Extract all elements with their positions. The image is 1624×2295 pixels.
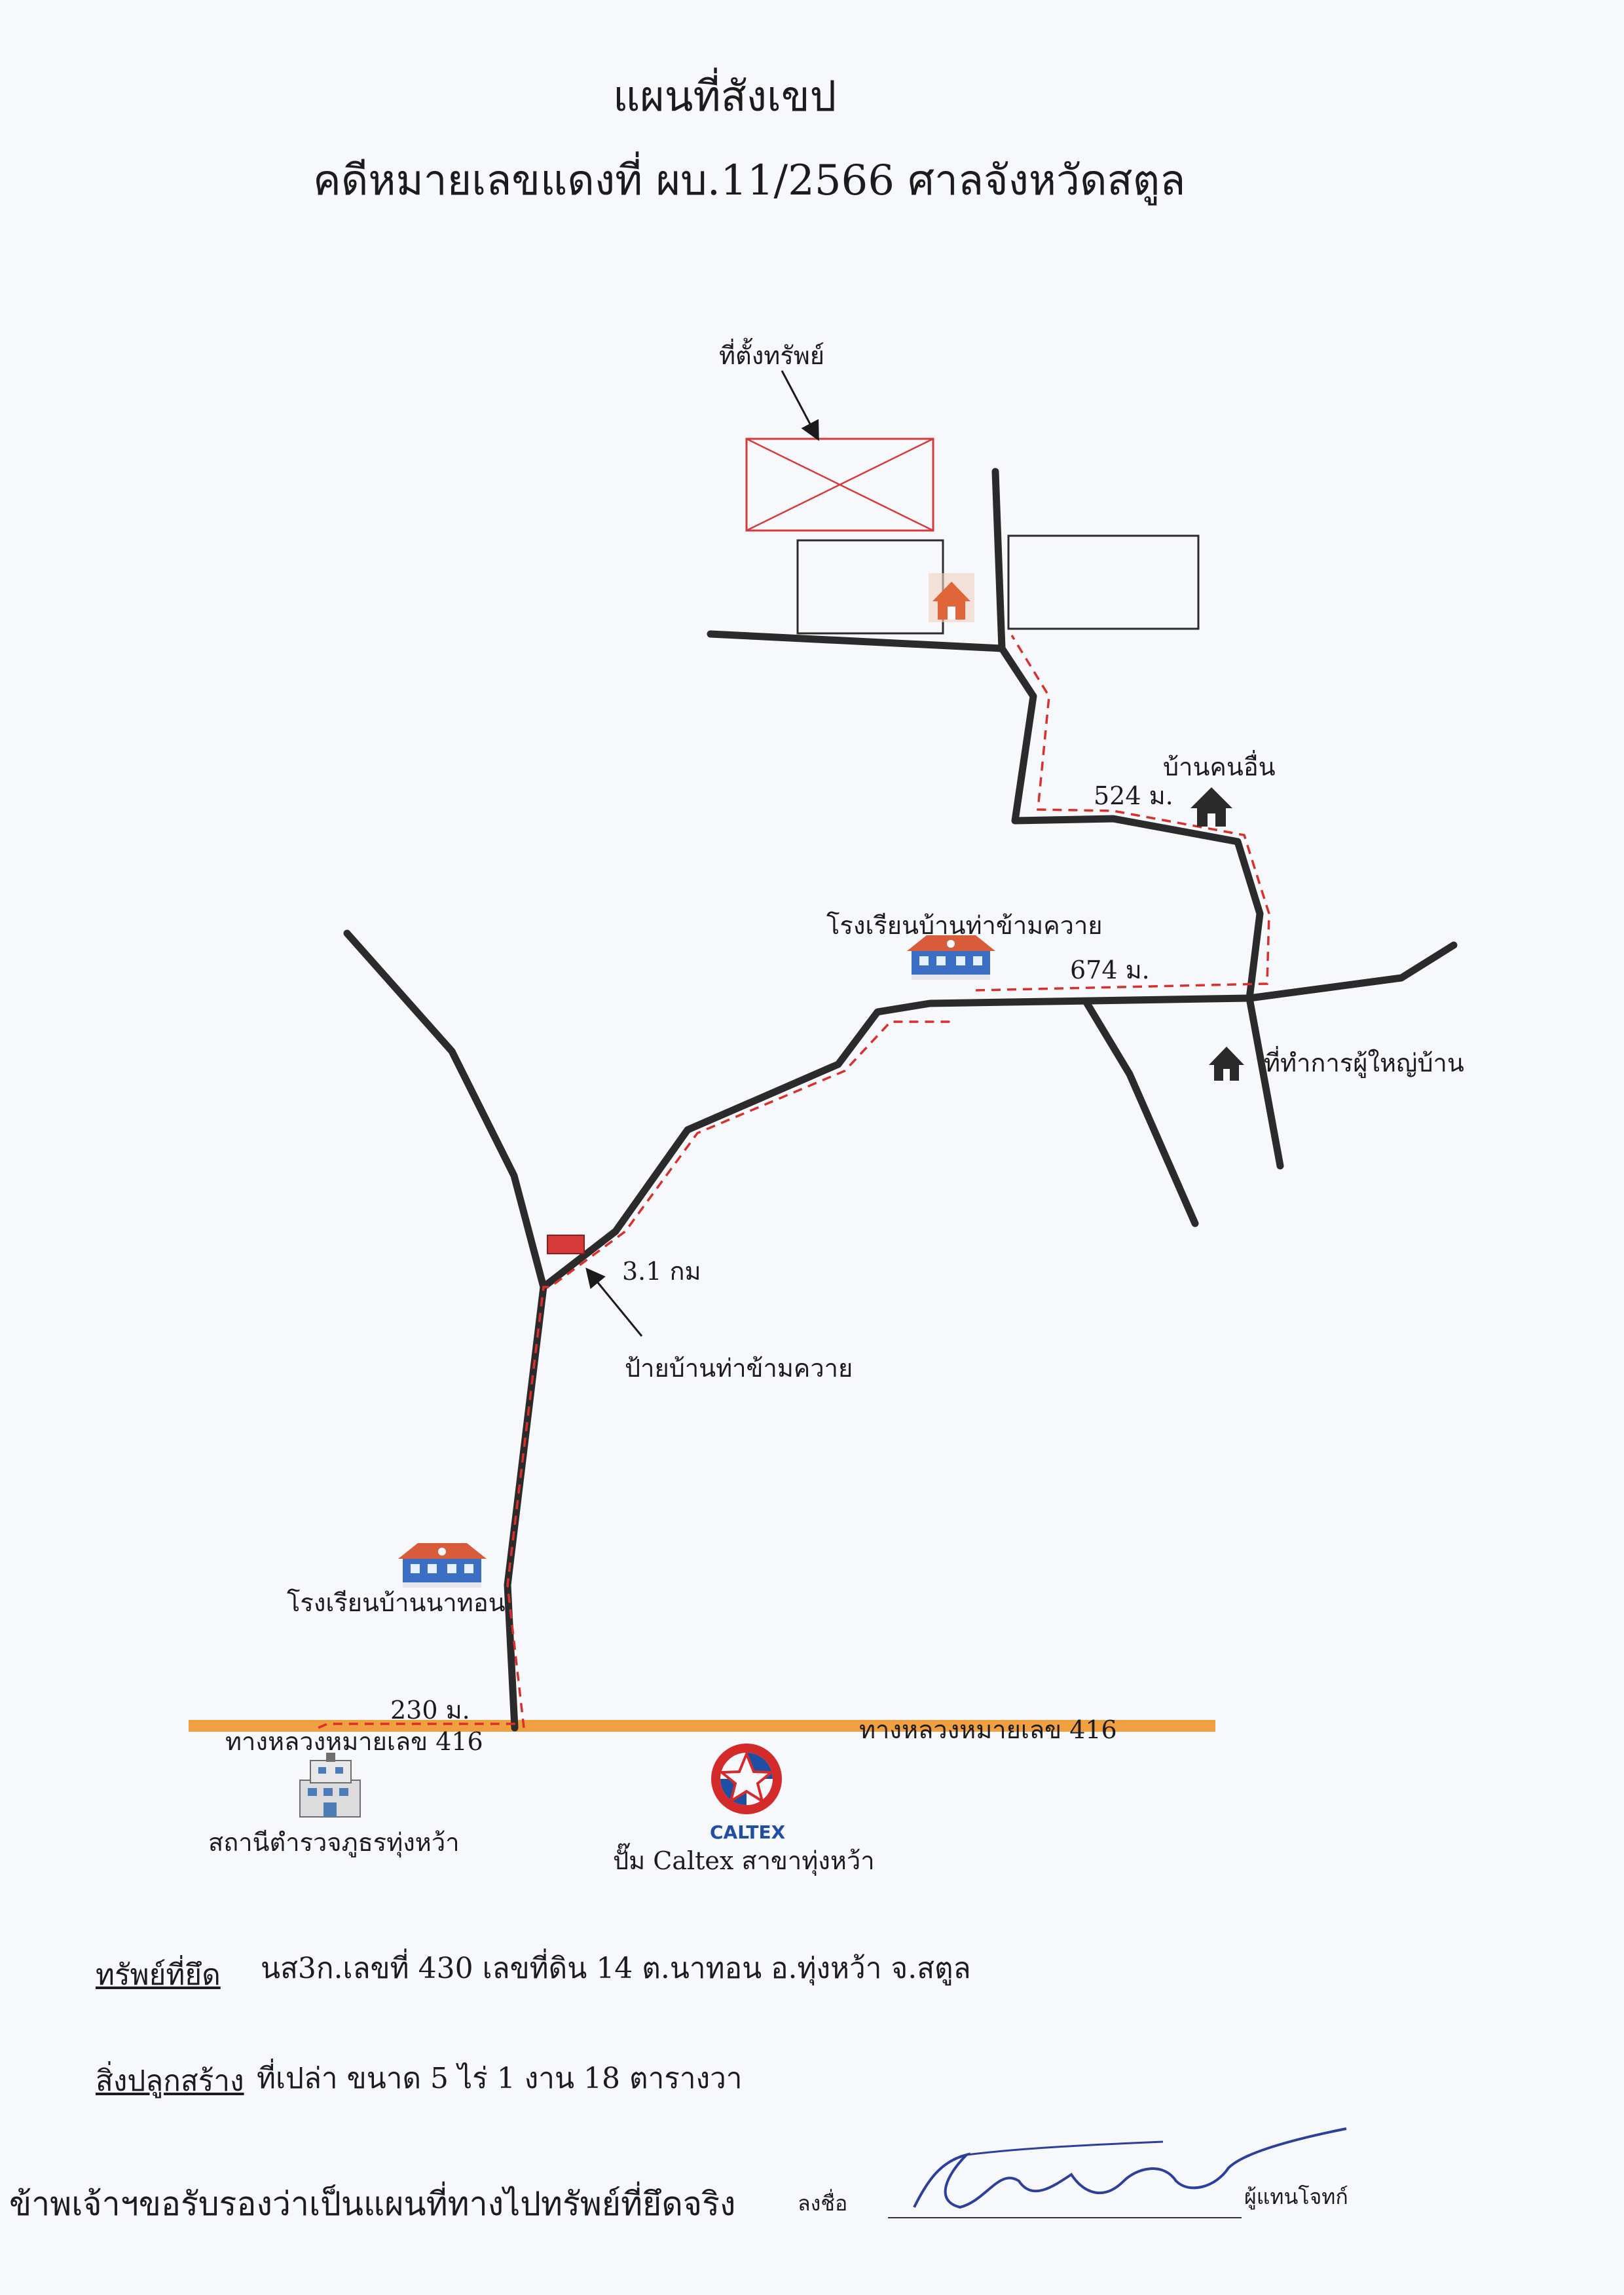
distance-label-3-1km: 3.1 กม — [622, 1257, 701, 1286]
signer-role: ผู้แทนโจทก์ — [1244, 2184, 1348, 2209]
school-na-thon-label: โรงเรียนบ้านนาทอน — [287, 1588, 506, 1617]
document-title: แผนที่สังเขป — [613, 73, 837, 121]
seized-property-value: นส3ก.เลขที่ 430 เลขที่ดิน 14 ต.นาทอน อ.ท… — [261, 1952, 971, 1985]
headman-office-icon — [1209, 1047, 1244, 1081]
distance-label-230: 230 ม. — [390, 1696, 470, 1725]
highway-label-right: ทางหลวงหมายเลข 416 — [859, 1715, 1117, 1744]
road-network — [343, 468, 1458, 1732]
route-main — [506, 1020, 956, 1728]
distance-label-524: 524 ม. — [1094, 781, 1173, 810]
adjacent-plot-east — [1007, 534, 1200, 630]
distance-label-674: 674 ม. — [1070, 956, 1150, 984]
school-tha-kham-label: โรงเรียนบ้านท่าข้ามควาย — [826, 911, 1103, 940]
signature — [888, 2127, 1347, 2218]
house-icon — [929, 573, 974, 622]
school-na-thon-icon — [398, 1543, 487, 1588]
police-station-icon — [299, 1753, 361, 1818]
road-north — [991, 468, 1264, 1002]
road-property-access — [707, 630, 1006, 652]
road-branch-south — [1083, 999, 1199, 1227]
school-tha-kham-icon — [907, 935, 995, 980]
building-label: สิ่งปลูกสร้าง — [96, 2064, 244, 2098]
village-sign-arrow — [585, 1267, 643, 1337]
caltex-logo — [711, 1744, 782, 1814]
other-house-label: บ้านคนอื่น — [1163, 753, 1276, 781]
document-subtitle: คดีหมายเลขแดงที่ ผบ.11/2566 ศาลจังหวัดสต… — [313, 157, 1186, 205]
route-to-property — [318, 635, 1270, 1729]
property-arrow — [781, 370, 819, 441]
route-east — [975, 635, 1270, 992]
certification-statement: ข้าพเจ้าฯขอรับรองว่าเป็นแผนที่ทางไปทรัพย… — [9, 2185, 736, 2223]
highway-label-left: ทางหลวงหมายเลข 416 — [225, 1727, 483, 1756]
sign-label: ลงชื่อ — [798, 2191, 848, 2216]
road-east-side — [1246, 994, 1284, 1170]
caltex-logo-text: CALTEX — [710, 1821, 786, 1843]
road-northwest — [343, 929, 547, 1291]
other-house-icon — [1190, 787, 1232, 827]
road-to-school-junction — [540, 941, 1458, 1291]
adjacent-plot-west — [796, 539, 944, 635]
property-location-label: ที่ตั้งทรัพย์ — [719, 341, 825, 370]
property-marker — [745, 438, 934, 532]
village-sign-label: ป้ายบ้านท่าข้ามควาย — [625, 1354, 853, 1383]
building-value: ที่เปล่า ขนาด 5 ไร่ 1 งาน 18 ตารางวา — [257, 2062, 743, 2095]
route-highway — [318, 1723, 517, 1729]
caltex-station-label: ปั๊ม Caltex สาขาทุ่งหว้า — [613, 1846, 875, 1875]
headman-office-label: ที่ทำการผู้ใหญ่บ้าน — [1264, 1049, 1464, 1077]
road-main-south — [504, 1283, 547, 1732]
police-station-label: สถานีตำรวจภูธรทุ่งหว้า — [208, 1828, 460, 1857]
seized-property-label: ทรัพย์ที่ยึด — [96, 1958, 221, 1992]
village-sign-marker — [547, 1235, 585, 1254]
